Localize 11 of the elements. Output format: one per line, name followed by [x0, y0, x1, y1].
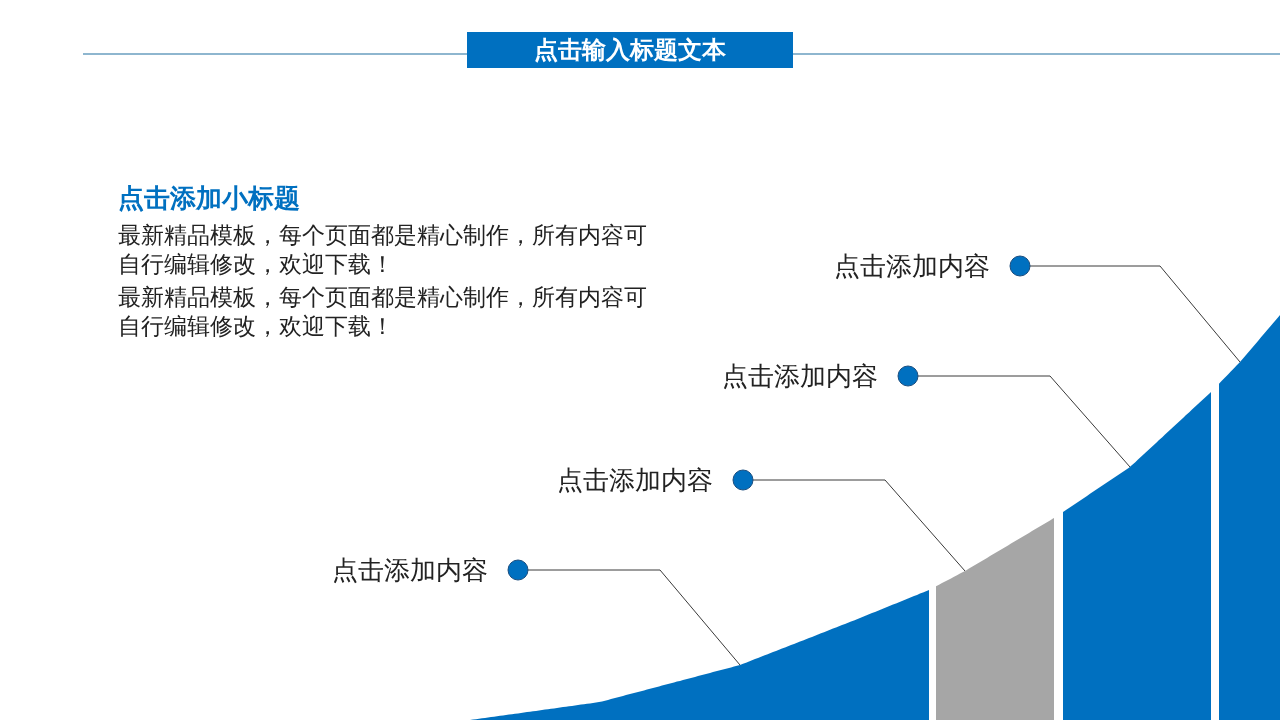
callout-label: 点击添加内容 — [332, 553, 488, 587]
callout-label: 点击添加内容 — [722, 359, 878, 393]
title-banner: 点击输入标题文本 — [467, 32, 793, 68]
body-text: 最新精品模板，每个页面都是精心制作，所有内容可自行编辑修改，欢迎下载！ — [118, 221, 648, 279]
rising-bar — [1063, 392, 1211, 720]
rising-bar — [1219, 315, 1280, 720]
callout-label: 点击添加内容 — [834, 249, 990, 283]
rising-bar — [936, 518, 1054, 720]
callout-label: 点击添加内容 — [557, 463, 713, 497]
subheading: 点击添加小标题 — [118, 182, 301, 215]
body-text: 最新精品模板，每个页面都是精心制作，所有内容可自行编辑修改，欢迎下载！ — [118, 283, 648, 341]
